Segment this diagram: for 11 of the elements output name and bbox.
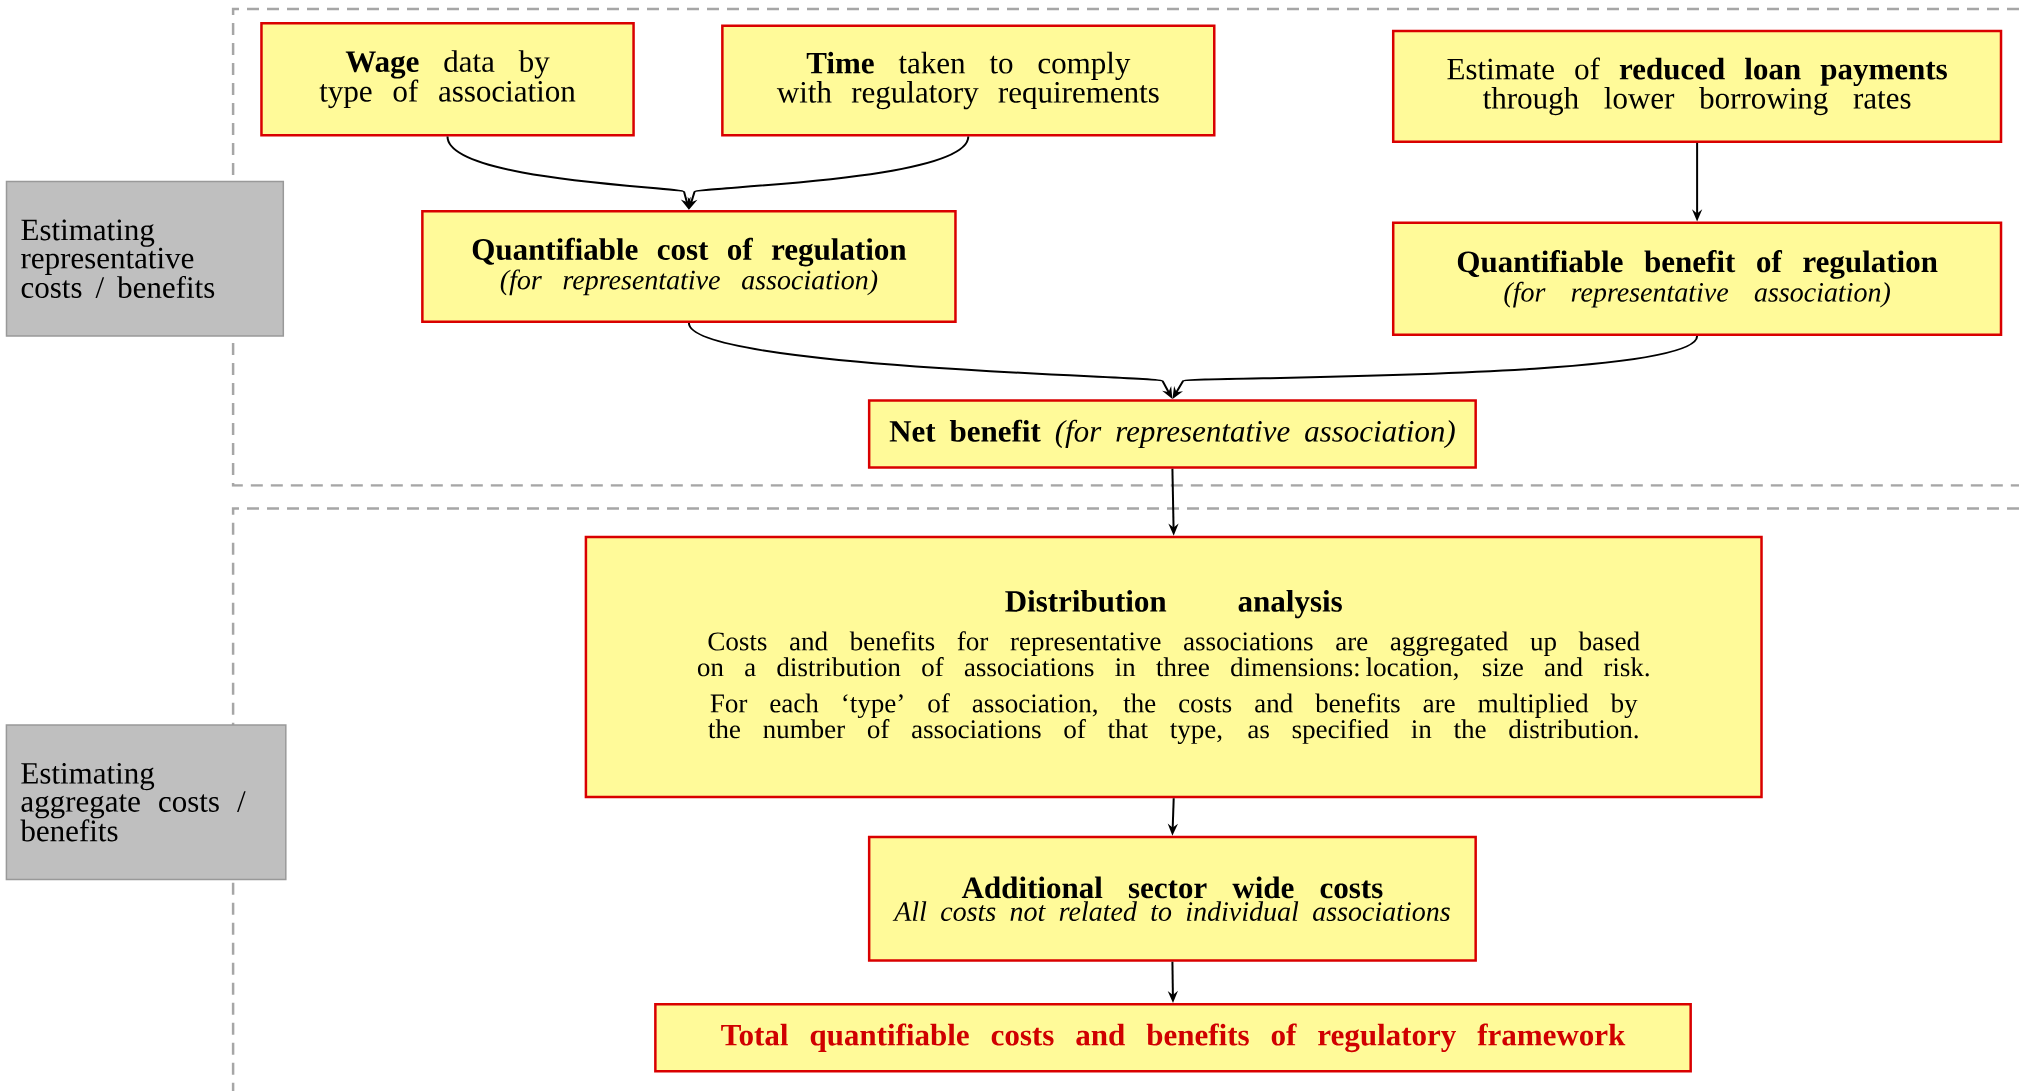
process-box: Wage data by type of association xyxy=(260,21,635,137)
process-box: Quantifiable cost of regulation (for representative association) xyxy=(421,209,957,324)
process-box: Additional sector wide costs All costs not related to individual associations xyxy=(867,835,1477,962)
process-box: Net benefit (for representative association) xyxy=(867,399,1477,469)
section-label-box: Estimating aggregate costs / benefits xyxy=(5,724,287,881)
process-box: Estimate of reduced loan payments through lower borrowing rates xyxy=(1391,29,2003,143)
process-box: Quantifiable benefit of regulation (for representative association) xyxy=(1391,221,2003,337)
process-box: Time taken to comply with regulatory requirements xyxy=(721,24,1216,137)
process-box: Total quantifiable costs and benefits of regulatory framework xyxy=(654,1003,1692,1073)
process-box: Distribution analysis Costs and benefits for representative associations are aggregated up based on a distribution of associations in three dimensions: location, size and risk. For each ‘type’ of association, the costs and benefits are multiplied by the number of associations of that type, as specified in the distribution. xyxy=(584,535,1763,799)
section-label-box: Estimating representative costs / benefits xyxy=(5,180,285,337)
